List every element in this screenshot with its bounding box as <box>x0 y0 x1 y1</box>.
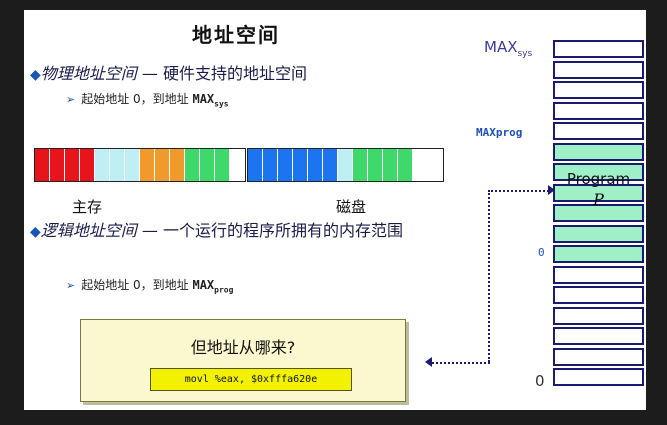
disk-block <box>368 149 383 181</box>
connector-bottom <box>432 362 490 364</box>
memory-block <box>200 149 215 181</box>
memory-cell <box>553 368 644 386</box>
question-box: 但地址从哪来? movl %eax, $0xfffa620e <box>80 319 406 402</box>
logical-zero-label: 0 <box>538 246 545 259</box>
diamond-bullet-icon: ◆ <box>30 224 41 240</box>
slide: 地址空间 ◆物理地址空间 — 硬件支持的地址空间 ➢起始地址 0，到地址 MAX… <box>24 10 646 410</box>
physical-address-desc: — 硬件支持的地址空间 <box>136 64 307 83</box>
memory-block <box>215 149 230 181</box>
memory-block <box>155 149 170 181</box>
max-sys-label: MAXsys <box>484 38 532 59</box>
memory-cell <box>553 245 644 263</box>
program-variable: P <box>593 190 604 209</box>
code-snippet: movl %eax, $0xfffa620e <box>150 368 352 391</box>
memory-cell <box>553 224 644 243</box>
physical-address-range: ➢ 起始地址 0，到地址 MAXsys <box>66 90 229 108</box>
disk-block <box>353 149 368 181</box>
logical-range-text: 起始地址 0，到地址 <box>81 278 193 292</box>
memory-cell <box>553 122 644 140</box>
disk-block <box>278 149 293 181</box>
physical-range-var: MAX <box>192 92 215 106</box>
disk-block <box>323 149 338 181</box>
physical-range-subscript: sys <box>214 99 229 109</box>
max-prog-label: MAXprog <box>476 126 523 139</box>
memory-cell <box>553 306 644 325</box>
memory-block <box>65 149 80 181</box>
disk-block <box>338 149 353 181</box>
disk-block <box>248 149 263 181</box>
disk-block <box>428 149 443 181</box>
physical-address-bullet: ◆物理地址空间 — 硬件支持的地址空间 <box>30 60 307 84</box>
logical-address-term: 逻辑地址空间 <box>40 221 137 240</box>
connector-top <box>488 190 552 192</box>
memory-block <box>110 149 125 181</box>
memory-block <box>50 149 65 181</box>
memory-cell <box>553 204 644 222</box>
arrow-right-icon <box>548 185 555 195</box>
logical-address-range: ➢ 起始地址 0，到地址 MAXprog <box>66 276 233 294</box>
disk-block <box>308 149 323 181</box>
memory-block <box>230 149 245 181</box>
memory-block <box>125 149 140 181</box>
slide-title: 地址空间 <box>192 23 280 47</box>
disk-block <box>398 149 413 181</box>
arrow-left-icon <box>425 357 432 367</box>
memory-cell <box>553 327 644 345</box>
program-label: Program <box>566 170 631 188</box>
disk-strip <box>247 148 444 182</box>
disk-block <box>413 149 428 181</box>
memory-cell <box>553 101 644 120</box>
memory-cell <box>553 142 644 161</box>
logical-address-bullet: ◆逻辑地址空间 — 一个运行的程序所拥有的内存范围 <box>30 220 470 243</box>
disk-block <box>383 149 398 181</box>
memory-cell <box>553 286 644 304</box>
memory-cell <box>553 40 644 58</box>
memory-cell <box>553 81 644 99</box>
arrow-bullet-icon: ➢ <box>66 279 76 292</box>
diamond-bullet-icon: ◆ <box>30 67 41 83</box>
memory-cell <box>553 163 644 181</box>
disk-block <box>293 149 308 181</box>
logical-range-subscript: prog <box>214 285 234 295</box>
logical-address-desc: — 一个运行的程序所拥有的内存范围 <box>136 221 403 240</box>
max-sys-subscript: sys <box>517 49 533 59</box>
main-memory-strip <box>34 148 246 182</box>
disk-block <box>263 149 278 181</box>
memory-block <box>140 149 155 181</box>
memory-block <box>80 149 95 181</box>
physical-range-text: 起始地址 0，到地址 <box>81 92 193 106</box>
main-memory-label: 主存 <box>72 198 103 216</box>
memory-cell <box>553 60 644 79</box>
disk-label: 磁盘 <box>336 198 367 216</box>
question-text: 但地址从哪来? <box>190 338 296 357</box>
arrow-bullet-icon: ➢ <box>66 93 76 106</box>
memory-block <box>35 149 50 181</box>
memory-block <box>185 149 200 181</box>
physical-address-term: 物理地址空间 <box>40 64 137 83</box>
memory-cell <box>553 265 644 284</box>
logical-range-var: MAX <box>192 278 215 292</box>
memory-block <box>170 149 185 181</box>
memory-cell <box>553 347 644 366</box>
physical-zero-label: 0 <box>535 372 545 390</box>
max-sys-text: MAX <box>484 38 518 56</box>
connector-vertical <box>488 190 490 362</box>
memory-block <box>95 149 110 181</box>
